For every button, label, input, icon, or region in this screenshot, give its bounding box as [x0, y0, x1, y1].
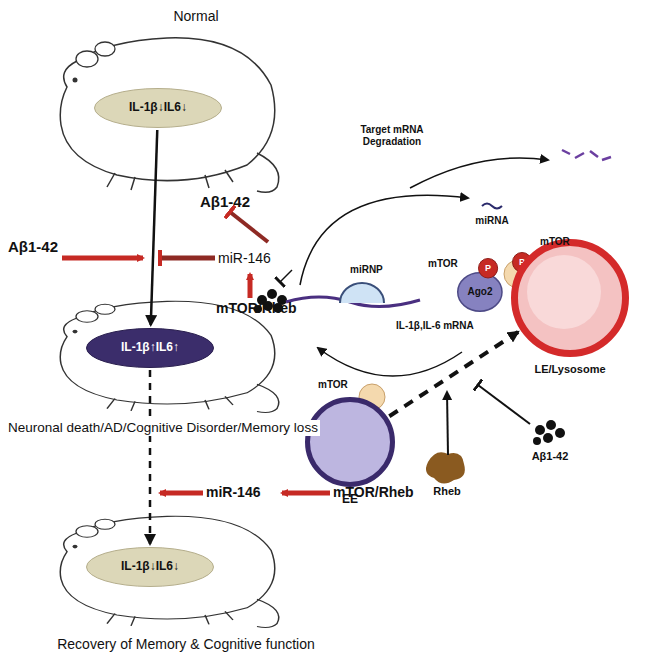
lysosome-circle: LE/Lysosome	[511, 239, 629, 357]
ad-mouse	[60, 301, 279, 412]
node-text: LE/Lysosome	[534, 363, 605, 376]
abeta-arrow	[62, 256, 143, 261]
normal-mouse	[60, 38, 279, 193]
cytokine-ellipse: IL-1β↓IL6↓	[94, 88, 222, 128]
text-label: Neuronal death/AD/Cognitive Disorder/Mem…	[6, 420, 320, 436]
connector-arrow	[149, 370, 152, 544]
node-text: IL-1β↓IL6↓	[129, 101, 187, 115]
rheb-protein	[426, 452, 465, 483]
mirna-strand	[482, 204, 502, 209]
node-shape	[305, 397, 395, 487]
node-shape	[511, 239, 629, 357]
text-label: mTOR	[318, 379, 348, 391]
text-label: mTOR	[428, 258, 458, 270]
text-label: Target mRNA Degradation	[357, 124, 427, 147]
mirnp-complex	[340, 283, 384, 303]
phospho-site: P	[478, 258, 498, 278]
text-label: miRNA	[475, 215, 508, 227]
degradation-arrow	[410, 158, 548, 188]
return-arc	[318, 348, 462, 376]
mir-rescue-arrow	[160, 491, 203, 496]
node-text: IL-1β↑IL6↑	[121, 341, 179, 355]
text-label: Aβ1-42	[200, 193, 250, 210]
cycle-arc	[300, 195, 468, 285]
text-label: Aβ1-42	[532, 450, 569, 463]
abeta-inhibit-bar	[230, 212, 268, 242]
text-label: Normal	[173, 8, 218, 24]
rheb-arrow	[447, 392, 448, 455]
mtor-arrow	[248, 274, 253, 298]
text-label: Rheb	[433, 485, 461, 498]
cytokine-ellipse: IL-1β↓IL6↓	[86, 547, 214, 587]
recovered-mouse	[60, 516, 279, 627]
abeta-aggregate	[533, 420, 565, 445]
cytokine-ellipse: IL-1β↑IL6↑	[86, 328, 214, 368]
text-label: miR-146	[218, 250, 271, 266]
node-text: P	[485, 263, 491, 273]
degraded-mrna	[562, 150, 611, 160]
ago2-protein: Ago2	[457, 272, 503, 312]
text-label: miRNP	[350, 264, 383, 276]
endosome-circle: EE	[305, 397, 395, 487]
mtor-rescue-arrow	[282, 491, 330, 496]
text-label: miR-146	[206, 484, 260, 500]
text-label: IL-1β,IL-6 mRNA	[396, 320, 474, 332]
abeta-block-bar	[478, 385, 530, 424]
mir-inhibit-bar	[160, 256, 215, 261]
node-text: IL-1β↓IL6↓	[121, 560, 179, 574]
node-text: Ago2	[468, 286, 493, 298]
text-label: Aβ1-42	[8, 238, 58, 255]
connector-arrow	[389, 332, 518, 416]
text-label: mTOR	[540, 236, 570, 248]
text-label: mTOR/Rheb	[333, 484, 414, 500]
connector-arrow	[151, 130, 158, 325]
text-label: mTOR/Rheb	[216, 300, 297, 316]
text-label: Recovery of Memory & Cognitive function	[57, 636, 315, 652]
translation-block	[280, 270, 292, 282]
